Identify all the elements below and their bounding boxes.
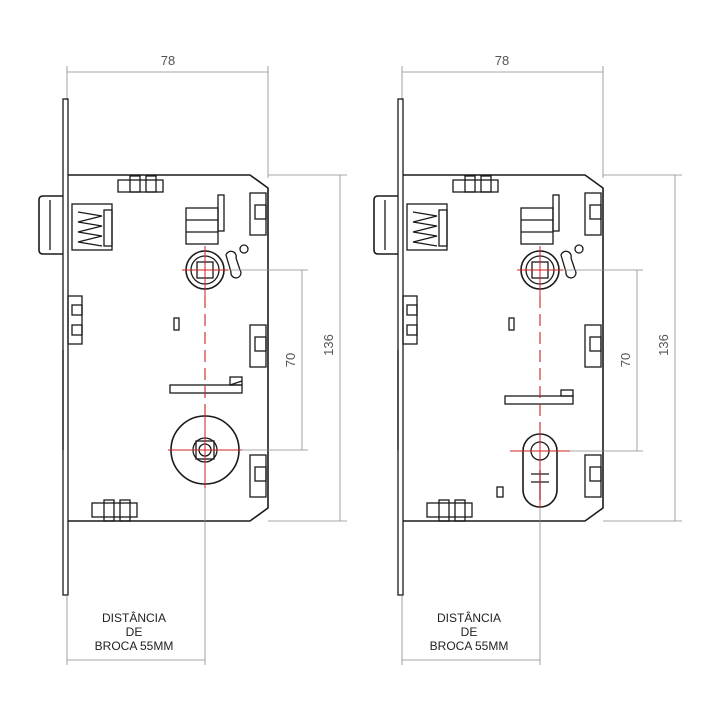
right-lock-body bbox=[403, 174, 604, 522]
left-center-dimension: 70 bbox=[283, 353, 298, 367]
left-caption-line-2: DE bbox=[126, 625, 143, 639]
left-latch-bolt bbox=[38, 195, 63, 255]
left-width-dimension: 78 bbox=[161, 53, 175, 68]
left-lock-body bbox=[68, 174, 269, 522]
right-caption-line-1: DISTÂNCIA bbox=[437, 610, 501, 625]
right-height-dimension: 136 bbox=[656, 334, 671, 356]
right-width-dimension: 78 bbox=[495, 53, 509, 68]
left-caption-line-1: DISTÂNCIA bbox=[102, 610, 166, 625]
left-faceplate bbox=[62, 98, 69, 596]
left-height-dimension: 136 bbox=[321, 334, 336, 356]
right-caption-line-3: BROCA 55MM bbox=[430, 639, 509, 653]
right-lock: 78 bbox=[373, 53, 682, 665]
right-latch-bolt bbox=[373, 195, 398, 255]
left-lock: 78 bbox=[38, 53, 347, 665]
left-caption-line-3: BROCA 55MM bbox=[95, 639, 174, 653]
right-center-dimension: 70 bbox=[618, 353, 633, 367]
right-faceplate bbox=[397, 98, 404, 596]
right-caption-line-2: DE bbox=[461, 625, 478, 639]
